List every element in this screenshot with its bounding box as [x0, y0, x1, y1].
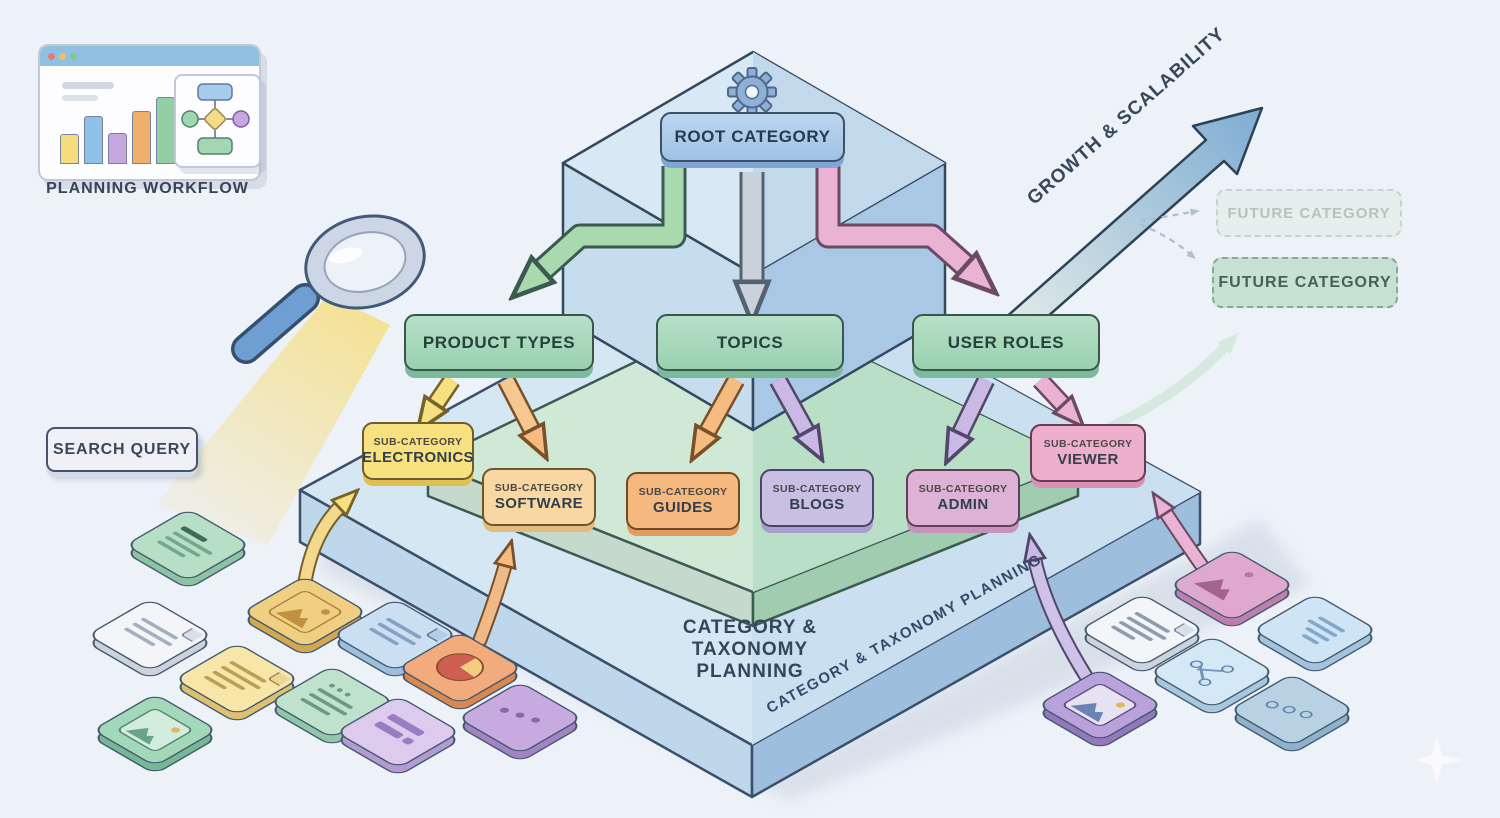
- subcategory-software-node: SUB-CATEGORY SOFTWARE: [482, 468, 596, 526]
- window-dot-red: [48, 52, 55, 60]
- document-tile: [173, 634, 301, 724]
- arrow-to-guides: [705, 375, 745, 436]
- image-tile: [91, 685, 219, 775]
- user-roles-node: USER ROLES: [912, 314, 1100, 371]
- browser-titlebar: [40, 46, 259, 66]
- base-platform-label: CATEGORY & TAXONOMY PLANNING: [630, 617, 870, 682]
- subcategory-tag: SUB-CATEGORY: [373, 436, 463, 448]
- search-query-node: SEARCH QUERY: [46, 427, 198, 472]
- subcategory-tag: SUB-CATEGORY: [494, 482, 584, 494]
- curved-arrow-left-orange: [472, 562, 506, 648]
- subcategory-tag: SUB-CATEGORY: [638, 486, 728, 498]
- planning-workflow-caption: PLANNING WORKFLOW: [46, 180, 249, 197]
- subcategory-name: ELECTRONICS: [362, 449, 474, 466]
- gear-icon: [727, 67, 777, 117]
- subcategory-guides-node: SUB-CATEGORY GUIDES: [626, 472, 740, 530]
- topics-label: TOPICS: [716, 332, 784, 352]
- subcategory-tag: SUB-CATEGORY: [772, 483, 862, 495]
- product-types-node: PRODUCT TYPES: [404, 314, 594, 371]
- subcategory-viewer-node: SUB-CATEGORY VIEWER: [1030, 424, 1146, 482]
- light-beam: [156, 295, 390, 545]
- mini-flowchart: [181, 83, 250, 155]
- subcategory-name: ADMIN: [937, 496, 989, 513]
- user-roles-label: USER ROLES: [947, 332, 1065, 352]
- magnifier-icon: [231, 214, 426, 364]
- planning-workflow-card: [38, 44, 261, 181]
- root-category-label: ROOT CATEGORY: [674, 127, 831, 146]
- subcategory-tag: SUB-CATEGORY: [918, 483, 1008, 495]
- subcategory-name: SOFTWARE: [494, 495, 584, 512]
- arrow-root-to-user-roles: [815, 166, 970, 270]
- subcategory-electronics-node: SUB-CATEGORY ELECTRONICS: [362, 422, 474, 480]
- future-category-label: FUTURE CATEGORY: [1227, 204, 1391, 222]
- image-tile: [1168, 540, 1296, 630]
- image-tile: [1036, 660, 1164, 750]
- window-dot-yellow: [59, 52, 66, 60]
- arrow-to-blogs: [769, 375, 809, 436]
- dots-tile: [456, 673, 584, 763]
- subcategory-name: GUIDES: [653, 499, 713, 516]
- arrow-root-to-product-types: [538, 166, 687, 274]
- search-query-label: SEARCH QUERY: [53, 440, 191, 458]
- dashed-connector-1: [1139, 208, 1200, 223]
- root-category-node: ROOT CATEGORY: [660, 112, 845, 162]
- placeholder-line: [62, 82, 114, 89]
- document-tile: [86, 590, 214, 680]
- future-category-node: FUTURE CATEGORY: [1212, 257, 1398, 308]
- curved-arrow-right-purple: [1034, 556, 1104, 700]
- subcategory-blogs-node: SUB-CATEGORY BLOGS: [760, 469, 874, 527]
- future-category-node-faint: FUTURE CATEGORY: [1216, 189, 1402, 237]
- document-tile: [124, 500, 252, 590]
- future-category-label: FUTURE CATEGORY: [1218, 273, 1392, 291]
- subcategory-name: BLOGS: [789, 496, 845, 513]
- arrow-to-software: [497, 375, 534, 434]
- window-dot-green: [70, 52, 77, 60]
- arrow-to-viewer: [1033, 373, 1066, 408]
- chart-tile: [1251, 585, 1379, 675]
- dashed-connector-2: [1139, 222, 1196, 260]
- subcategory-tag: SUB-CATEGORY: [1043, 438, 1133, 450]
- mini-flowchart-panel: [174, 74, 261, 168]
- placeholder-line: [62, 95, 98, 101]
- subcategory-admin-node: SUB-CATEGORY ADMIN: [906, 469, 1020, 527]
- subcategory-name: VIEWER: [1057, 451, 1119, 468]
- arrow-to-electronics: [433, 374, 460, 408]
- dots-tile: [1228, 665, 1356, 755]
- topics-node: TOPICS: [656, 314, 844, 371]
- base-label-line1: CATEGORY & TAXONOMY: [682, 617, 818, 660]
- base-label-line2: PLANNING: [696, 661, 804, 682]
- faint-growth-arrow: [1105, 332, 1239, 433]
- product-types-label: PRODUCT TYPES: [422, 332, 576, 352]
- arrow-to-admin: [958, 375, 995, 438]
